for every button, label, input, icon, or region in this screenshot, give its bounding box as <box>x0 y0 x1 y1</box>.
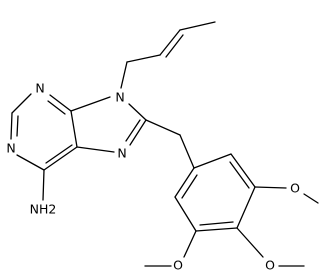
bond-ch2-ch <box>126 54 161 63</box>
bond-c1-c2 <box>193 153 232 169</box>
bond-ch-ch3 <box>179 21 216 31</box>
bond-c3-c4 <box>236 186 256 229</box>
bond-c8-ch2 <box>145 119 181 136</box>
bond-c5-o5 <box>183 230 197 258</box>
bond-c4-n3-double-inner <box>47 100 66 115</box>
bond-c4-c5-double <box>195 227 238 232</box>
bond-n3-c2 <box>11 93 32 114</box>
bond-n9-ch2 <box>120 61 128 89</box>
atom-label-o5: O <box>173 258 183 273</box>
bond-c6-c1-double-inner <box>181 174 198 199</box>
bond-c8-n7-double-inner <box>125 119 141 142</box>
bond-c4-n9 <box>70 96 111 112</box>
bond-c6-c1-double <box>174 167 195 198</box>
atom-labels: N N N N NH2 O O O <box>6 81 300 273</box>
bonds <box>10 21 319 267</box>
bond-c8-n7-double <box>129 119 147 146</box>
bond-c4-n3-double <box>49 94 72 112</box>
bond-c2-c3-double-inner <box>229 161 250 189</box>
bond-c6-c5-double-inner <box>45 144 73 164</box>
bond-o3-ch3 <box>303 193 319 204</box>
atom-label-n1: N <box>6 141 15 156</box>
atom-label-n3: N <box>35 81 44 96</box>
bond-c2-n1-double-inner <box>16 115 19 137</box>
atom-label-n7: N <box>117 146 126 161</box>
bond-n7-c5 <box>76 146 115 153</box>
bond-ch-ch-double <box>159 29 181 56</box>
bond-ch2-c1 <box>179 134 195 169</box>
bond-c4-o4 <box>236 227 264 258</box>
bond-c3-o3 <box>254 186 287 189</box>
bond-n1-c6 <box>16 154 45 171</box>
bond-c6-nh2 <box>42 169 45 201</box>
bond-c5-c4 <box>70 110 78 148</box>
atom-label-nh2: NH2 <box>30 202 57 217</box>
atom-label-o3: O <box>290 181 300 196</box>
atom-label-o4: O <box>265 258 275 273</box>
bond-c2-n1-double <box>10 112 13 140</box>
bond-n9-c8 <box>128 103 147 121</box>
bond-ch-ch-double-inner <box>165 34 184 58</box>
bond-c6-c5-double <box>43 146 78 171</box>
atom-label-n9: N <box>115 90 124 105</box>
bond-c5-c6 <box>174 196 197 232</box>
bond-c2-c3-double <box>230 153 256 188</box>
bond-c4-c5-double-inner <box>199 221 234 226</box>
